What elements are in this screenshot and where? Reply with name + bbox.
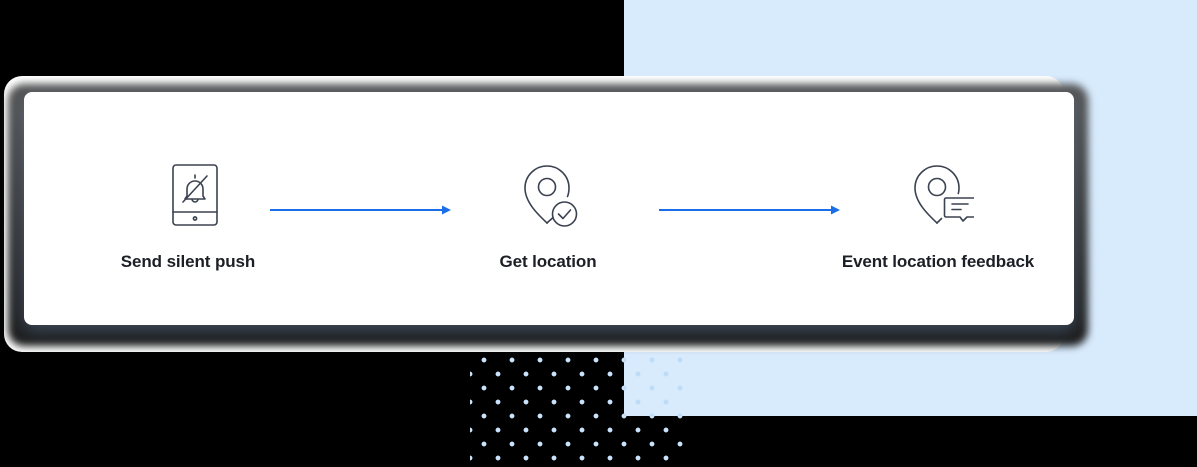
step-label: Get location <box>499 252 597 271</box>
step-label: Event location feedback <box>841 252 1035 271</box>
location-pin-message-icon <box>914 165 974 224</box>
arrow-right-icon <box>270 205 451 215</box>
phone-bell-off-icon <box>172 164 218 226</box>
location-pin-check-icon <box>524 165 578 227</box>
arrow-right-icon <box>659 205 840 215</box>
step-label: Send silent push <box>120 252 256 271</box>
flow-card: Send silent push Get location Event <box>24 92 1074 325</box>
